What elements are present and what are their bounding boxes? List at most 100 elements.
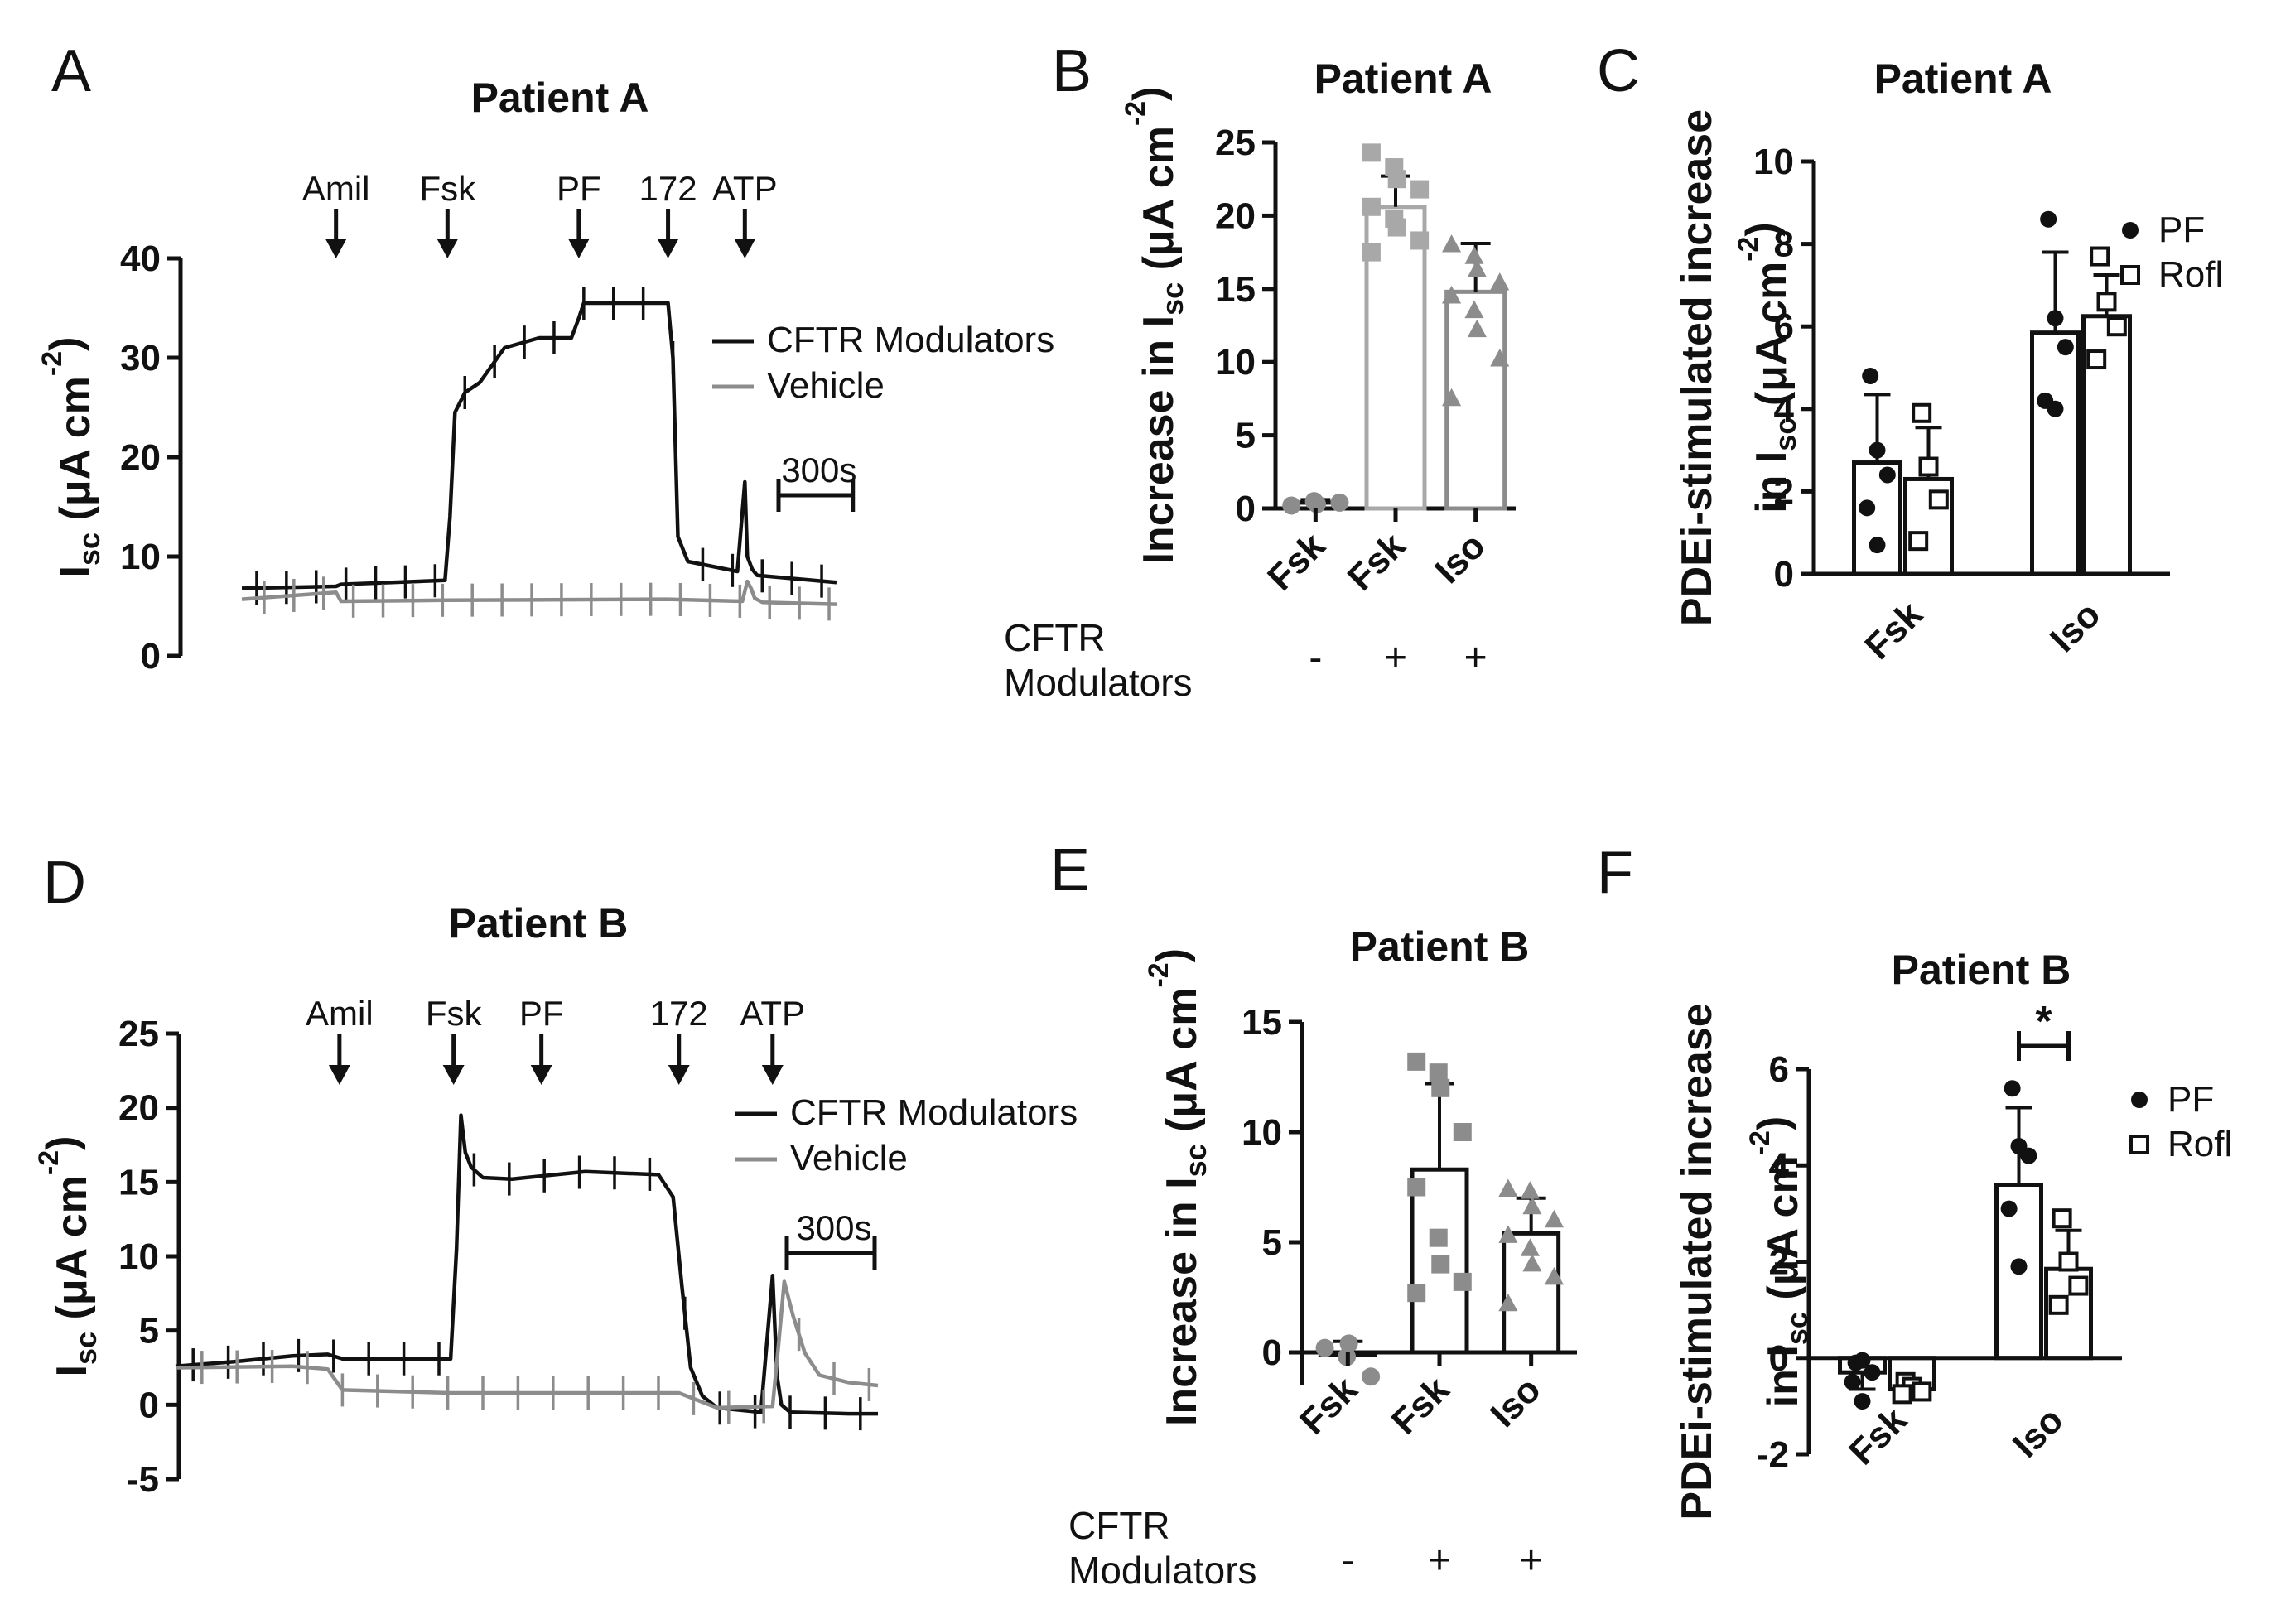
legend-label: CFTR Modulators bbox=[790, 1092, 1078, 1133]
y-tick-label: 10 bbox=[118, 1236, 159, 1277]
y-axis-label: in Isc (μA cm-2) bbox=[1733, 222, 1802, 513]
y-axis-label-sub: sc bbox=[1780, 1312, 1814, 1345]
y-tick-label: 0 bbox=[141, 636, 161, 677]
data-point bbox=[1429, 1063, 1448, 1082]
data-point bbox=[1431, 1255, 1450, 1274]
addition-arrow-head bbox=[436, 239, 459, 258]
y-axis-label-part: ) bbox=[1148, 948, 1196, 962]
addition-arrow-head bbox=[442, 1065, 465, 1085]
y-tick-label: 4 bbox=[1769, 1145, 1790, 1186]
panel-letter: D bbox=[43, 850, 86, 916]
modulators-sign: + bbox=[1428, 1539, 1451, 1583]
data-point bbox=[1431, 1078, 1450, 1097]
y-axis-label-line1: PDEi-stimulated increase bbox=[1673, 1003, 1721, 1520]
data-point bbox=[2052, 1208, 2072, 1229]
legend-marker bbox=[2129, 1135, 2149, 1154]
data-point bbox=[1410, 180, 1430, 199]
modulators-sign: + bbox=[1384, 636, 1407, 680]
y-tick-label: 4 bbox=[1774, 389, 1795, 430]
y-tick-label: 25 bbox=[118, 1014, 159, 1054]
data-point bbox=[2000, 1200, 2018, 1217]
data-point bbox=[1467, 319, 1487, 338]
legend-marker bbox=[2122, 222, 2139, 239]
x-tick-label: Iso bbox=[1483, 1369, 1549, 1435]
addition-arrow-head bbox=[668, 1065, 690, 1085]
y-tick-label: 0 bbox=[1262, 1332, 1282, 1373]
data-point bbox=[2090, 246, 2110, 267]
data-point bbox=[1407, 1284, 1426, 1303]
data-point bbox=[1862, 367, 1879, 384]
addition-arrow-head bbox=[530, 1065, 552, 1085]
data-point bbox=[1453, 1123, 1472, 1141]
y-tick-label: 8 bbox=[1774, 224, 1794, 265]
scale-bar-label: 300s bbox=[796, 1208, 871, 1247]
y-tick-label: 10 bbox=[1753, 142, 1794, 182]
y-axis-label-sup: -2 bbox=[1733, 237, 1764, 262]
addition-label: Fsk bbox=[419, 169, 476, 208]
data-point bbox=[1407, 1052, 1426, 1071]
panel-title: Patient A bbox=[1874, 55, 2052, 102]
modulators-label-line1: CFTR bbox=[1068, 1504, 1170, 1547]
y-axis-label-sup: -2 bbox=[36, 351, 68, 376]
addition-arrow-head bbox=[734, 239, 756, 258]
legend-label: PF bbox=[2158, 210, 2205, 250]
x-tick-label: Fsk bbox=[1857, 594, 1931, 667]
y-axis-label-part: (μA cm bbox=[48, 1175, 96, 1332]
y-axis-label-part: Increase in I bbox=[1158, 1177, 1206, 1426]
data-point bbox=[1869, 537, 1886, 554]
data-point bbox=[1429, 1228, 1448, 1247]
data-point bbox=[1453, 1272, 1472, 1291]
data-point bbox=[1522, 1253, 1542, 1272]
data-point bbox=[1912, 1381, 1932, 1402]
y-tick-label: 20 bbox=[1215, 195, 1256, 236]
modulators-label-line2: Modulators bbox=[1004, 661, 1193, 704]
panel-title: Patient B bbox=[1350, 923, 1530, 970]
y-tick-label: 40 bbox=[120, 239, 161, 279]
y-tick-label: 10 bbox=[1215, 342, 1256, 383]
y-tick-label: 2 bbox=[1769, 1242, 1789, 1283]
data-point bbox=[1282, 496, 1301, 515]
data-point bbox=[1892, 1384, 1912, 1405]
data-point bbox=[1859, 499, 1876, 517]
data-point bbox=[1362, 1367, 1381, 1386]
data-point bbox=[1467, 259, 1487, 277]
data-point bbox=[1407, 1178, 1426, 1197]
modulators-sign: - bbox=[1309, 636, 1322, 680]
y-tick-label: 5 bbox=[1236, 416, 1256, 456]
data-point bbox=[2057, 339, 2074, 356]
y-tick-label: 2 bbox=[1774, 471, 1794, 512]
data-point bbox=[1522, 1196, 1542, 1215]
data-point bbox=[1315, 1338, 1334, 1357]
panel-letter: C bbox=[1597, 38, 1640, 104]
y-axis-label: Increase in Isc (μA cm-2) bbox=[1120, 86, 1189, 564]
y-axis-label-part: (μA cm bbox=[1135, 126, 1183, 282]
y-tick-label: 20 bbox=[120, 437, 161, 478]
data-point bbox=[1544, 1266, 1564, 1285]
addition-arrow-head bbox=[761, 1065, 784, 1085]
data-point bbox=[2040, 210, 2057, 228]
data-point bbox=[1498, 1293, 1518, 1312]
y-axis-label-sub: sc bbox=[1179, 1144, 1213, 1177]
y-tick-label: 5 bbox=[1262, 1222, 1282, 1263]
y-axis-label-sup: -2 bbox=[33, 1150, 65, 1175]
data-point bbox=[2048, 1294, 2069, 1315]
y-tick-label: 0 bbox=[1774, 554, 1794, 595]
y-axis-label-part: Increase in I bbox=[1135, 316, 1183, 565]
addition-arrow-head bbox=[328, 1065, 350, 1085]
legend-label: Vehicle bbox=[767, 365, 885, 406]
data-point bbox=[1498, 1225, 1518, 1243]
modulators-label-line1: CFTR bbox=[1004, 616, 1106, 659]
y-tick-label: 0 bbox=[1236, 489, 1256, 529]
data-point bbox=[2010, 1258, 2028, 1275]
data-point bbox=[2004, 1080, 2021, 1097]
data-point bbox=[1854, 1393, 1871, 1410]
data-point bbox=[1362, 197, 1381, 216]
addition-arrow-head bbox=[657, 239, 679, 258]
y-axis-label-part: I bbox=[48, 1365, 96, 1376]
y-tick-label: 5 bbox=[139, 1311, 159, 1352]
y-axis-label-part: ) bbox=[1749, 1116, 1797, 1130]
panel-title: Patient A bbox=[471, 75, 649, 121]
data-point bbox=[1544, 1209, 1564, 1228]
